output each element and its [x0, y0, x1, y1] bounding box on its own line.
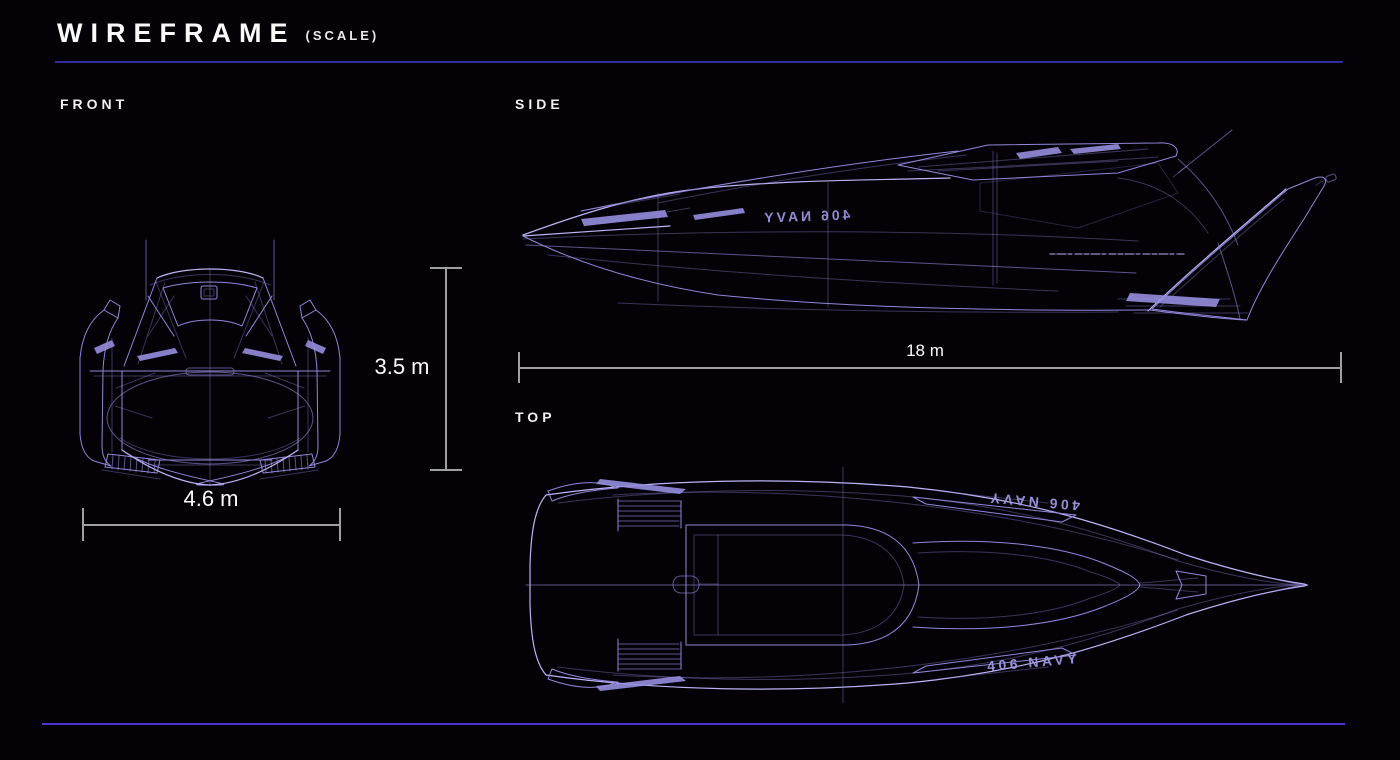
top-bow	[1175, 570, 1308, 600]
length-dimension-cap-left	[518, 352, 520, 383]
top-view-label: TOP	[515, 409, 556, 425]
top-hull-marking-lower: 406 NAVY	[986, 650, 1080, 674]
side-stern	[1117, 242, 1249, 321]
front-canopy	[149, 267, 271, 487]
front-view-label: FRONT	[60, 96, 129, 112]
length-dimension-value: 18 m	[906, 341, 944, 360]
height-dimension-line	[445, 268, 447, 470]
beam-dimension-cap-left	[82, 508, 84, 541]
length-dimension-line	[518, 367, 1342, 369]
side-view-label: SIDE	[515, 96, 564, 112]
length-dimension-cap-right	[1340, 352, 1342, 383]
top-view-wireframe: 406 NAVY 406 NAVY	[525, 466, 1309, 704]
title-scale-note: (SCALE)	[305, 28, 380, 43]
beam-dimension-cap-right	[339, 508, 341, 541]
header-divider-line	[55, 61, 1343, 63]
front-hull	[89, 367, 331, 486]
side-hull: 406 NAVY	[522, 150, 1187, 313]
side-hull-marking: 406 NAVY	[761, 206, 851, 225]
side-wing	[897, 142, 1239, 246]
height-dimension-cap-bottom	[430, 469, 462, 471]
beam-dimension-value: 4.6 m	[183, 486, 239, 511]
side-view-wireframe: 406 NAVY	[522, 129, 1337, 321]
side-antenna	[1172, 129, 1233, 178]
page-title: WIREFRAME (SCALE)	[57, 18, 379, 49]
beam-dimension-line	[82, 524, 340, 526]
top-hull-marking-upper: 406 NAVY	[986, 490, 1080, 514]
front-view-wireframe	[79, 239, 341, 487]
height-dimension-value: 3.5 m	[374, 354, 430, 379]
top-reference-lines	[525, 466, 1309, 704]
top-cockpit	[672, 524, 1199, 646]
title-text: WIREFRAME	[57, 18, 296, 48]
height-dimension-cap-top	[430, 267, 462, 269]
footer-divider-line	[42, 723, 1345, 725]
